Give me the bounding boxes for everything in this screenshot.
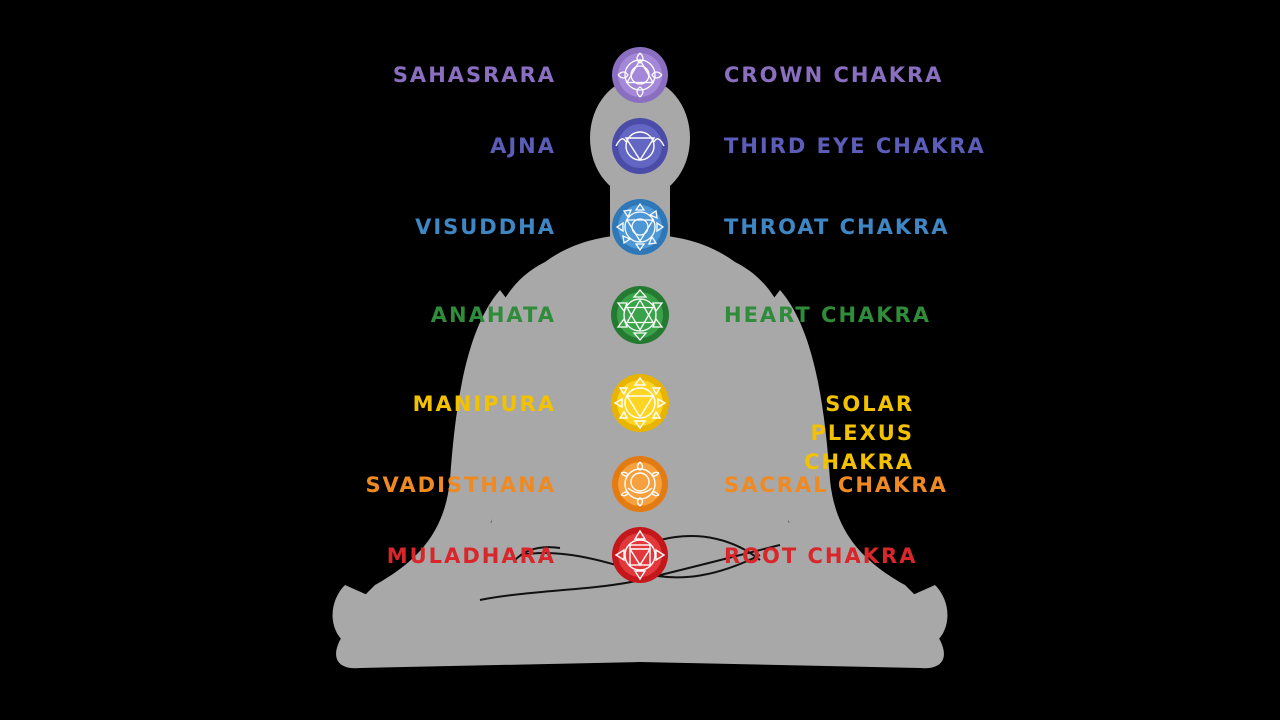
sanskrit-label-ajna: AJNA [490,134,556,158]
sanskrit-label-anahata: ANAHATA [430,303,556,327]
sanskrit-label-sahasrara: SAHASRARA [392,63,556,87]
crown-chakra-icon [612,47,668,103]
solar-plexus-chakra-icon [611,374,669,432]
root-chakra-icon [612,527,668,583]
english-label-crown: CROWN CHAKRA [724,63,944,87]
throat-chakra-icon [612,199,668,255]
english-label-sacral: SACRAL CHAKRA [724,473,948,497]
sacral-chakra-icon [612,456,668,512]
third-eye-chakra-icon [612,118,668,174]
english-label-third-eye: THIRD EYE CHAKRA [724,134,986,158]
sanskrit-label-muladhara: MULADHARA [386,544,556,568]
heart-chakra-icon [611,286,669,344]
sanskrit-label-manipura: MANIPURA [412,392,556,416]
english-label-throat: THROAT CHAKRA [724,215,950,239]
english-label-root: ROOT CHAKRA [724,544,918,568]
sanskrit-label-visuddha: VISUDDHA [415,215,556,239]
english-label-solar-plexus: SOLAR PLEXUS CHAKRA [804,392,914,474]
sanskrit-label-svadisthana: SVADISTHANA [365,473,556,497]
english-label-heart: HEART CHAKRA [724,303,931,327]
